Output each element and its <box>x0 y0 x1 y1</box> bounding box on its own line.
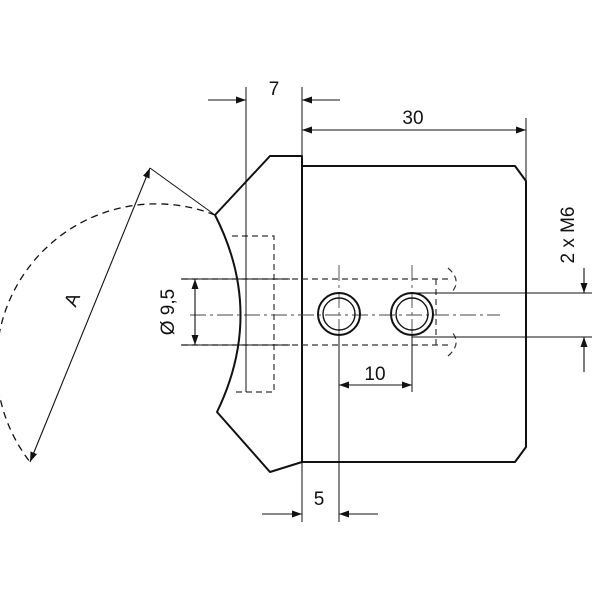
label-hole-offset: 5 <box>314 489 325 510</box>
label-top-width: 7 <box>269 79 280 100</box>
thread-hole-2-inner <box>395 297 429 331</box>
label-hole-spacing: 10 <box>364 364 385 385</box>
thread-hole-1-inner <box>322 297 356 331</box>
label-radius: A <box>61 290 85 310</box>
ext-line <box>149 167 216 216</box>
saddle-outline <box>214 155 303 473</box>
hidden-bore-tip <box>447 267 457 357</box>
label-bore-diameter: Ø 9,5 <box>158 289 179 335</box>
body-outline <box>301 165 527 463</box>
label-thread: 2 x M6 <box>558 206 579 263</box>
thread-hole-1-outer <box>317 292 361 336</box>
dim-radius-a <box>29 167 151 463</box>
label-body-length: 30 <box>402 108 423 129</box>
radius-arc <box>0 203 216 463</box>
hidden-saddle-pocket <box>232 235 275 393</box>
